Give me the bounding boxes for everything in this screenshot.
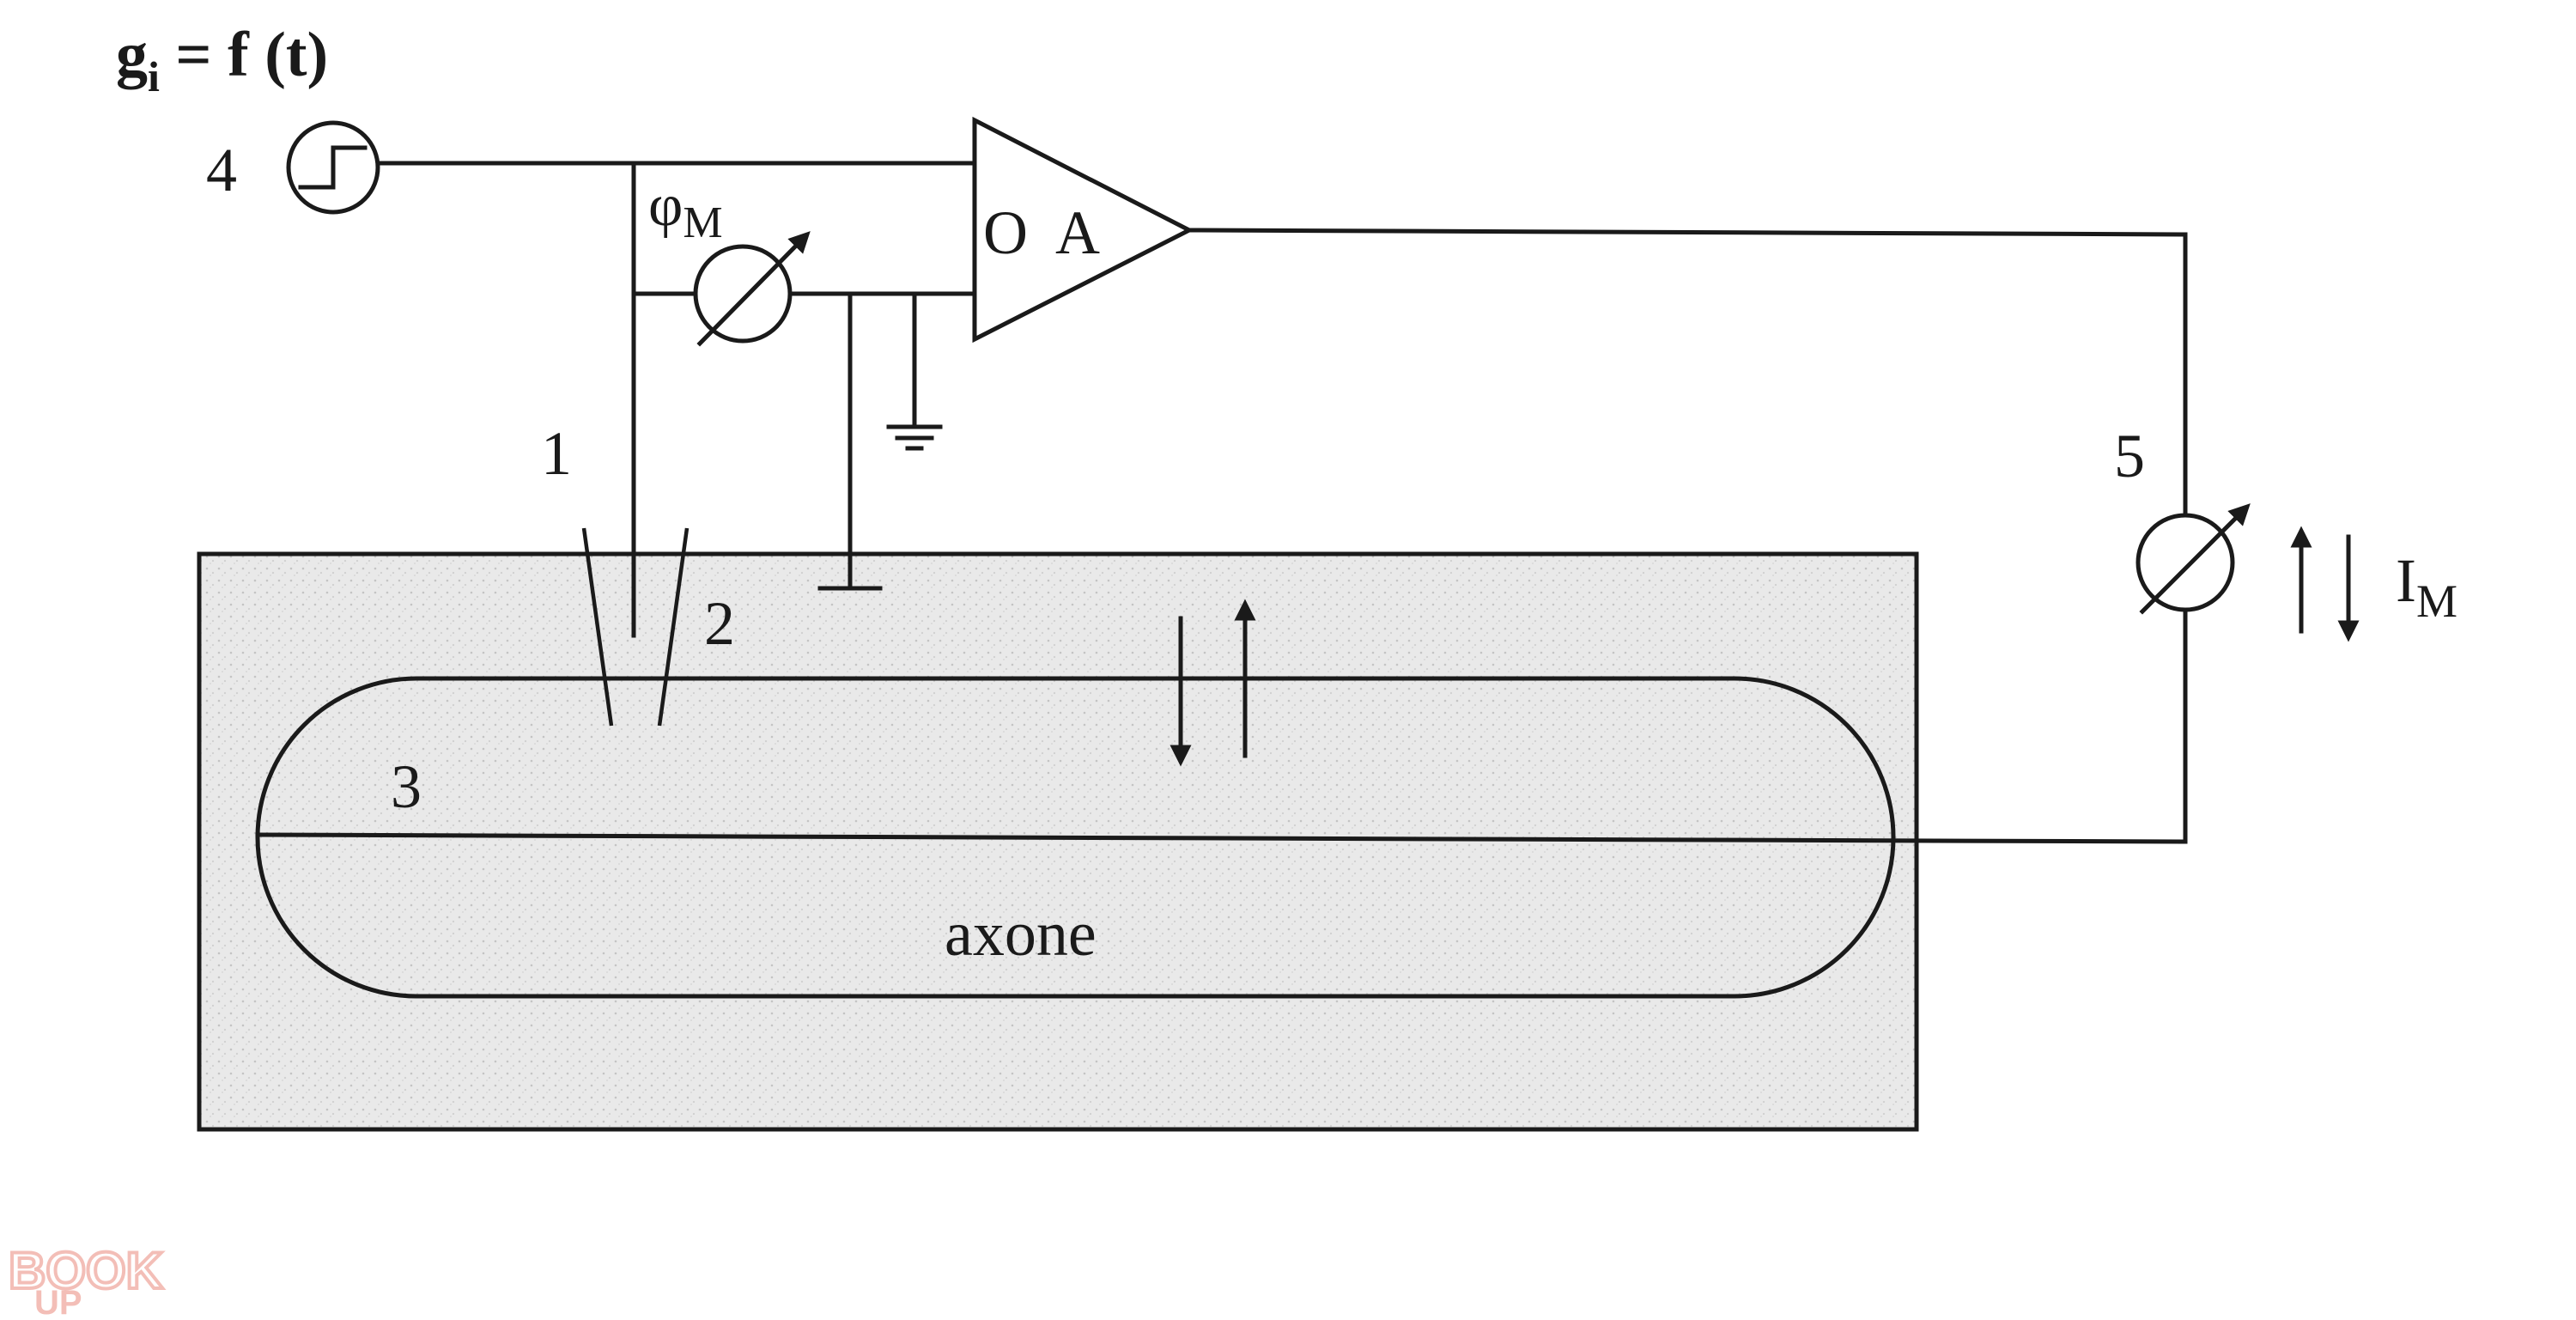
label-5: 5 <box>2114 422 2145 490</box>
current-direction-arrows <box>2290 526 2360 642</box>
voltmeter-icon <box>693 231 811 347</box>
membrane-current-arrows <box>1170 599 1256 767</box>
voltage-label: φM <box>648 173 723 247</box>
label-3: 3 <box>391 752 422 821</box>
operational-amplifier <box>972 116 1194 344</box>
label-4: 4 <box>206 136 237 204</box>
amplifier-label: O A <box>983 198 1100 267</box>
axial-electrode-wire <box>255 599 2188 844</box>
ammeter-icon <box>2136 503 2251 615</box>
label-2: 2 <box>704 589 735 658</box>
amplifier-output-wire <box>1187 228 2188 518</box>
svg-text:BOOK: BOOK <box>9 1242 163 1299</box>
current-label: IM <box>2396 546 2458 627</box>
step-generator <box>286 120 380 215</box>
axone-label: axone <box>945 899 1097 970</box>
label-1: 1 <box>541 419 572 488</box>
ground-symbol <box>886 291 943 451</box>
micropipette <box>581 527 690 727</box>
svg-text:UP: UP <box>34 1284 82 1320</box>
bookup-logo: BOOK UP <box>7 1240 165 1320</box>
command-formula: gi = f (t) <box>116 20 328 100</box>
